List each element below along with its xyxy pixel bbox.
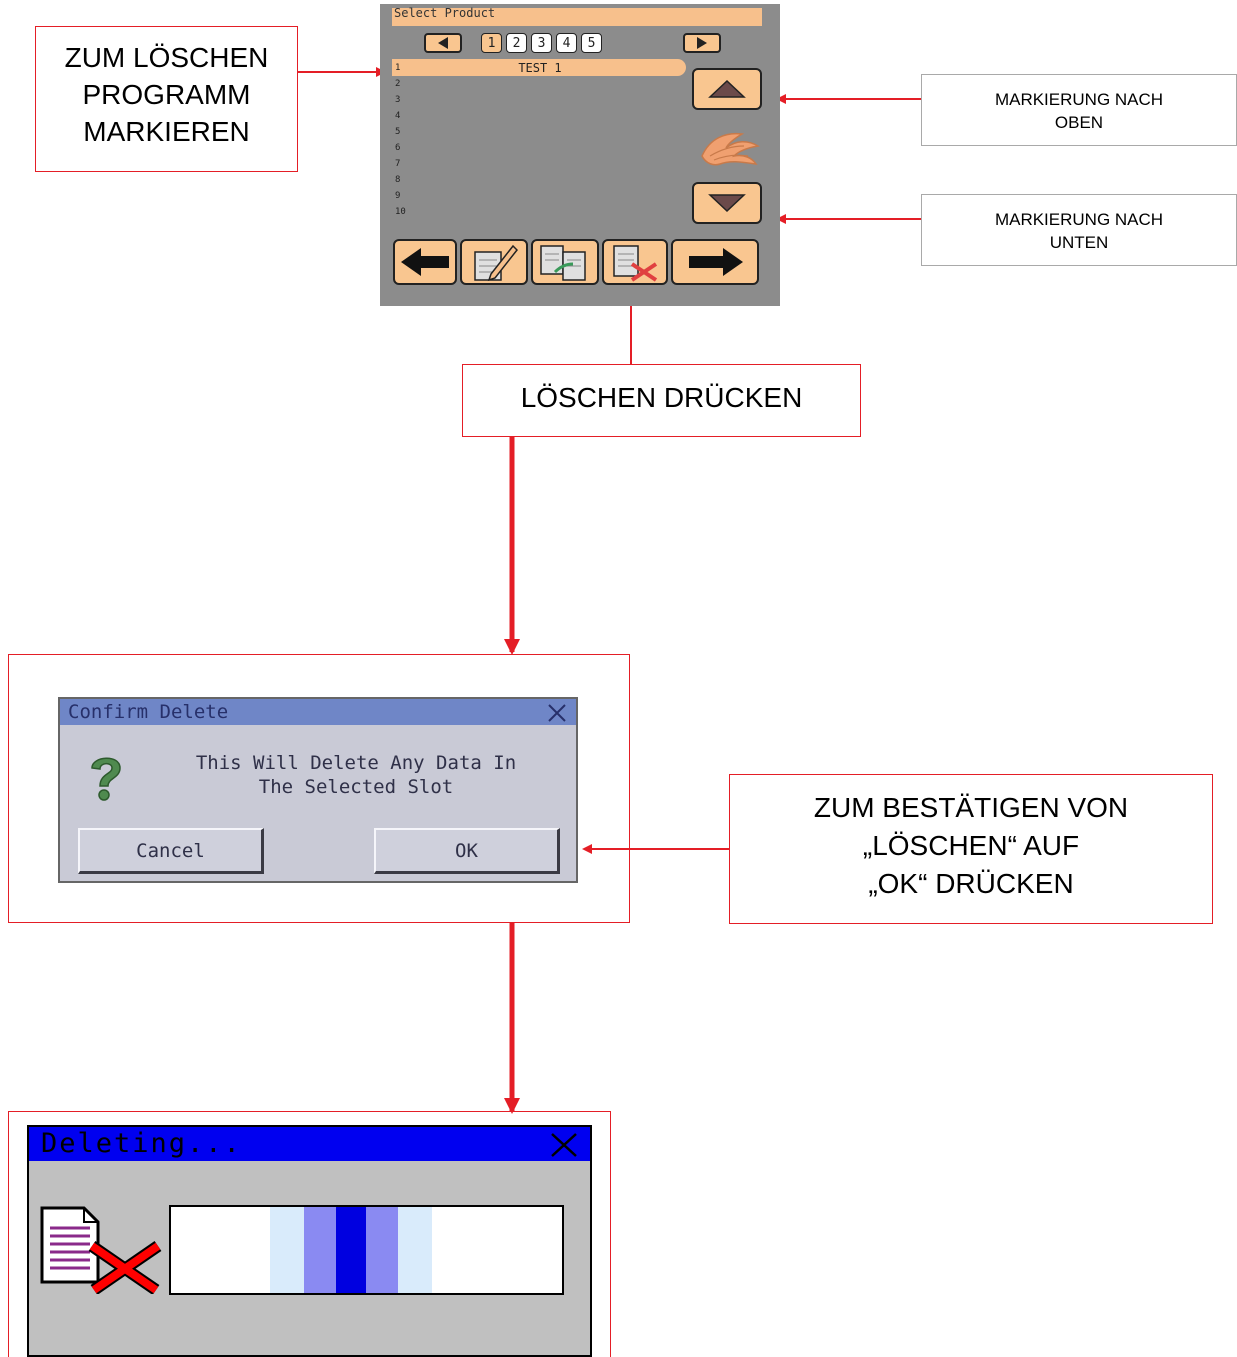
page-next-button[interactable] — [683, 33, 721, 53]
row-number[interactable]: 3 — [395, 95, 401, 105]
copy-icon — [540, 245, 586, 281]
selected-row-name[interactable]: TEST 1 — [518, 61, 562, 75]
question-icon — [84, 752, 128, 802]
forward-button[interactable] — [671, 239, 759, 285]
row-number[interactable]: 8 — [395, 175, 401, 185]
arrow-right-icon — [689, 248, 743, 276]
product-icon — [696, 126, 761, 170]
move-down-button[interactable] — [692, 182, 762, 224]
row-number[interactable]: 5 — [395, 127, 401, 137]
cancel-button[interactable]: Cancel — [78, 828, 264, 874]
page-button-1[interactable]: 1 — [481, 33, 502, 53]
deleting-title: Deleting... — [29, 1127, 590, 1161]
selected-row-highlight[interactable] — [392, 59, 686, 76]
triangle-right-icon — [697, 37, 707, 49]
select-product-title: Select Product — [392, 7, 762, 26]
ok-button[interactable]: OK — [374, 828, 560, 874]
confirm-delete-title: Confirm Delete — [60, 699, 576, 725]
page-button-4[interactable]: 4 — [556, 33, 577, 53]
progress-segment — [398, 1207, 432, 1293]
progress-segment — [366, 1207, 398, 1293]
confirm-dialog-frame — [8, 654, 630, 923]
edit-button[interactable] — [460, 239, 528, 285]
confirm-delete-message-line2: The Selected Slot — [258, 776, 454, 798]
arrow-up-icon — [708, 79, 746, 98]
annotation-mark-program: ZUM LÖSCHEN PROGRAMM MARKIEREN — [35, 26, 298, 172]
close-icon[interactable] — [548, 1130, 580, 1160]
annotation-mark-up: MARKIERUNG NACH OBEN — [921, 74, 1237, 146]
annotation-mark-program-text: ZUM LÖSCHEN PROGRAMM MARKIEREN — [64, 42, 269, 147]
row-number[interactable]: 10 — [395, 207, 406, 217]
copy-button[interactable] — [531, 239, 599, 285]
page-button-5[interactable]: 5 — [581, 33, 602, 53]
progress-segment — [270, 1207, 304, 1293]
row-number[interactable]: 6 — [395, 143, 401, 153]
deleting-progress-bar — [169, 1205, 564, 1295]
delete-icon — [613, 245, 658, 282]
progress-segment — [336, 1207, 366, 1293]
confirm-delete-message-line1: This Will Delete Any Data In — [195, 752, 517, 774]
arrow-down-icon — [708, 194, 746, 213]
deleting-dialog-frame — [8, 1111, 611, 1357]
row-number[interactable]: 7 — [395, 159, 401, 169]
row-number[interactable]: 1 — [395, 63, 401, 73]
row-number[interactable]: 2 — [395, 79, 401, 89]
annotation-press-delete: LÖSCHEN DRÜCKEN — [462, 364, 861, 437]
back-button[interactable] — [393, 239, 457, 285]
row-number[interactable]: 9 — [395, 191, 401, 201]
triangle-left-icon — [438, 37, 448, 49]
row-number[interactable]: 4 — [395, 111, 401, 121]
move-up-button[interactable] — [692, 68, 762, 110]
annotation-mark-down: MARKIERUNG NACH UNTEN — [921, 194, 1237, 266]
annotation-confirm-ok: ZUM BESTÄTIGEN VON „LÖSCHEN“ AUF „OK“ DR… — [729, 774, 1213, 924]
progress-segment — [304, 1207, 336, 1293]
delete-button[interactable] — [602, 239, 668, 285]
annotation-mark-up-text: MARKIERUNG NACH OBEN — [994, 90, 1164, 132]
annotation-confirm-ok-text: ZUM BESTÄTIGEN VON „LÖSCHEN“ AUF „OK“ DR… — [813, 792, 1129, 899]
annotation-mark-down-text: MARKIERUNG NACH UNTEN — [994, 210, 1164, 252]
annotation-press-delete-text: LÖSCHEN DRÜCKEN — [520, 382, 803, 413]
page-button-3[interactable]: 3 — [531, 33, 552, 53]
edit-icon — [474, 244, 519, 282]
arrow-left-icon — [401, 248, 449, 276]
close-icon[interactable] — [546, 703, 568, 723]
delete-document-icon — [38, 1202, 164, 1295]
page-prev-button[interactable] — [424, 33, 462, 53]
page-button-2[interactable]: 2 — [506, 33, 527, 53]
